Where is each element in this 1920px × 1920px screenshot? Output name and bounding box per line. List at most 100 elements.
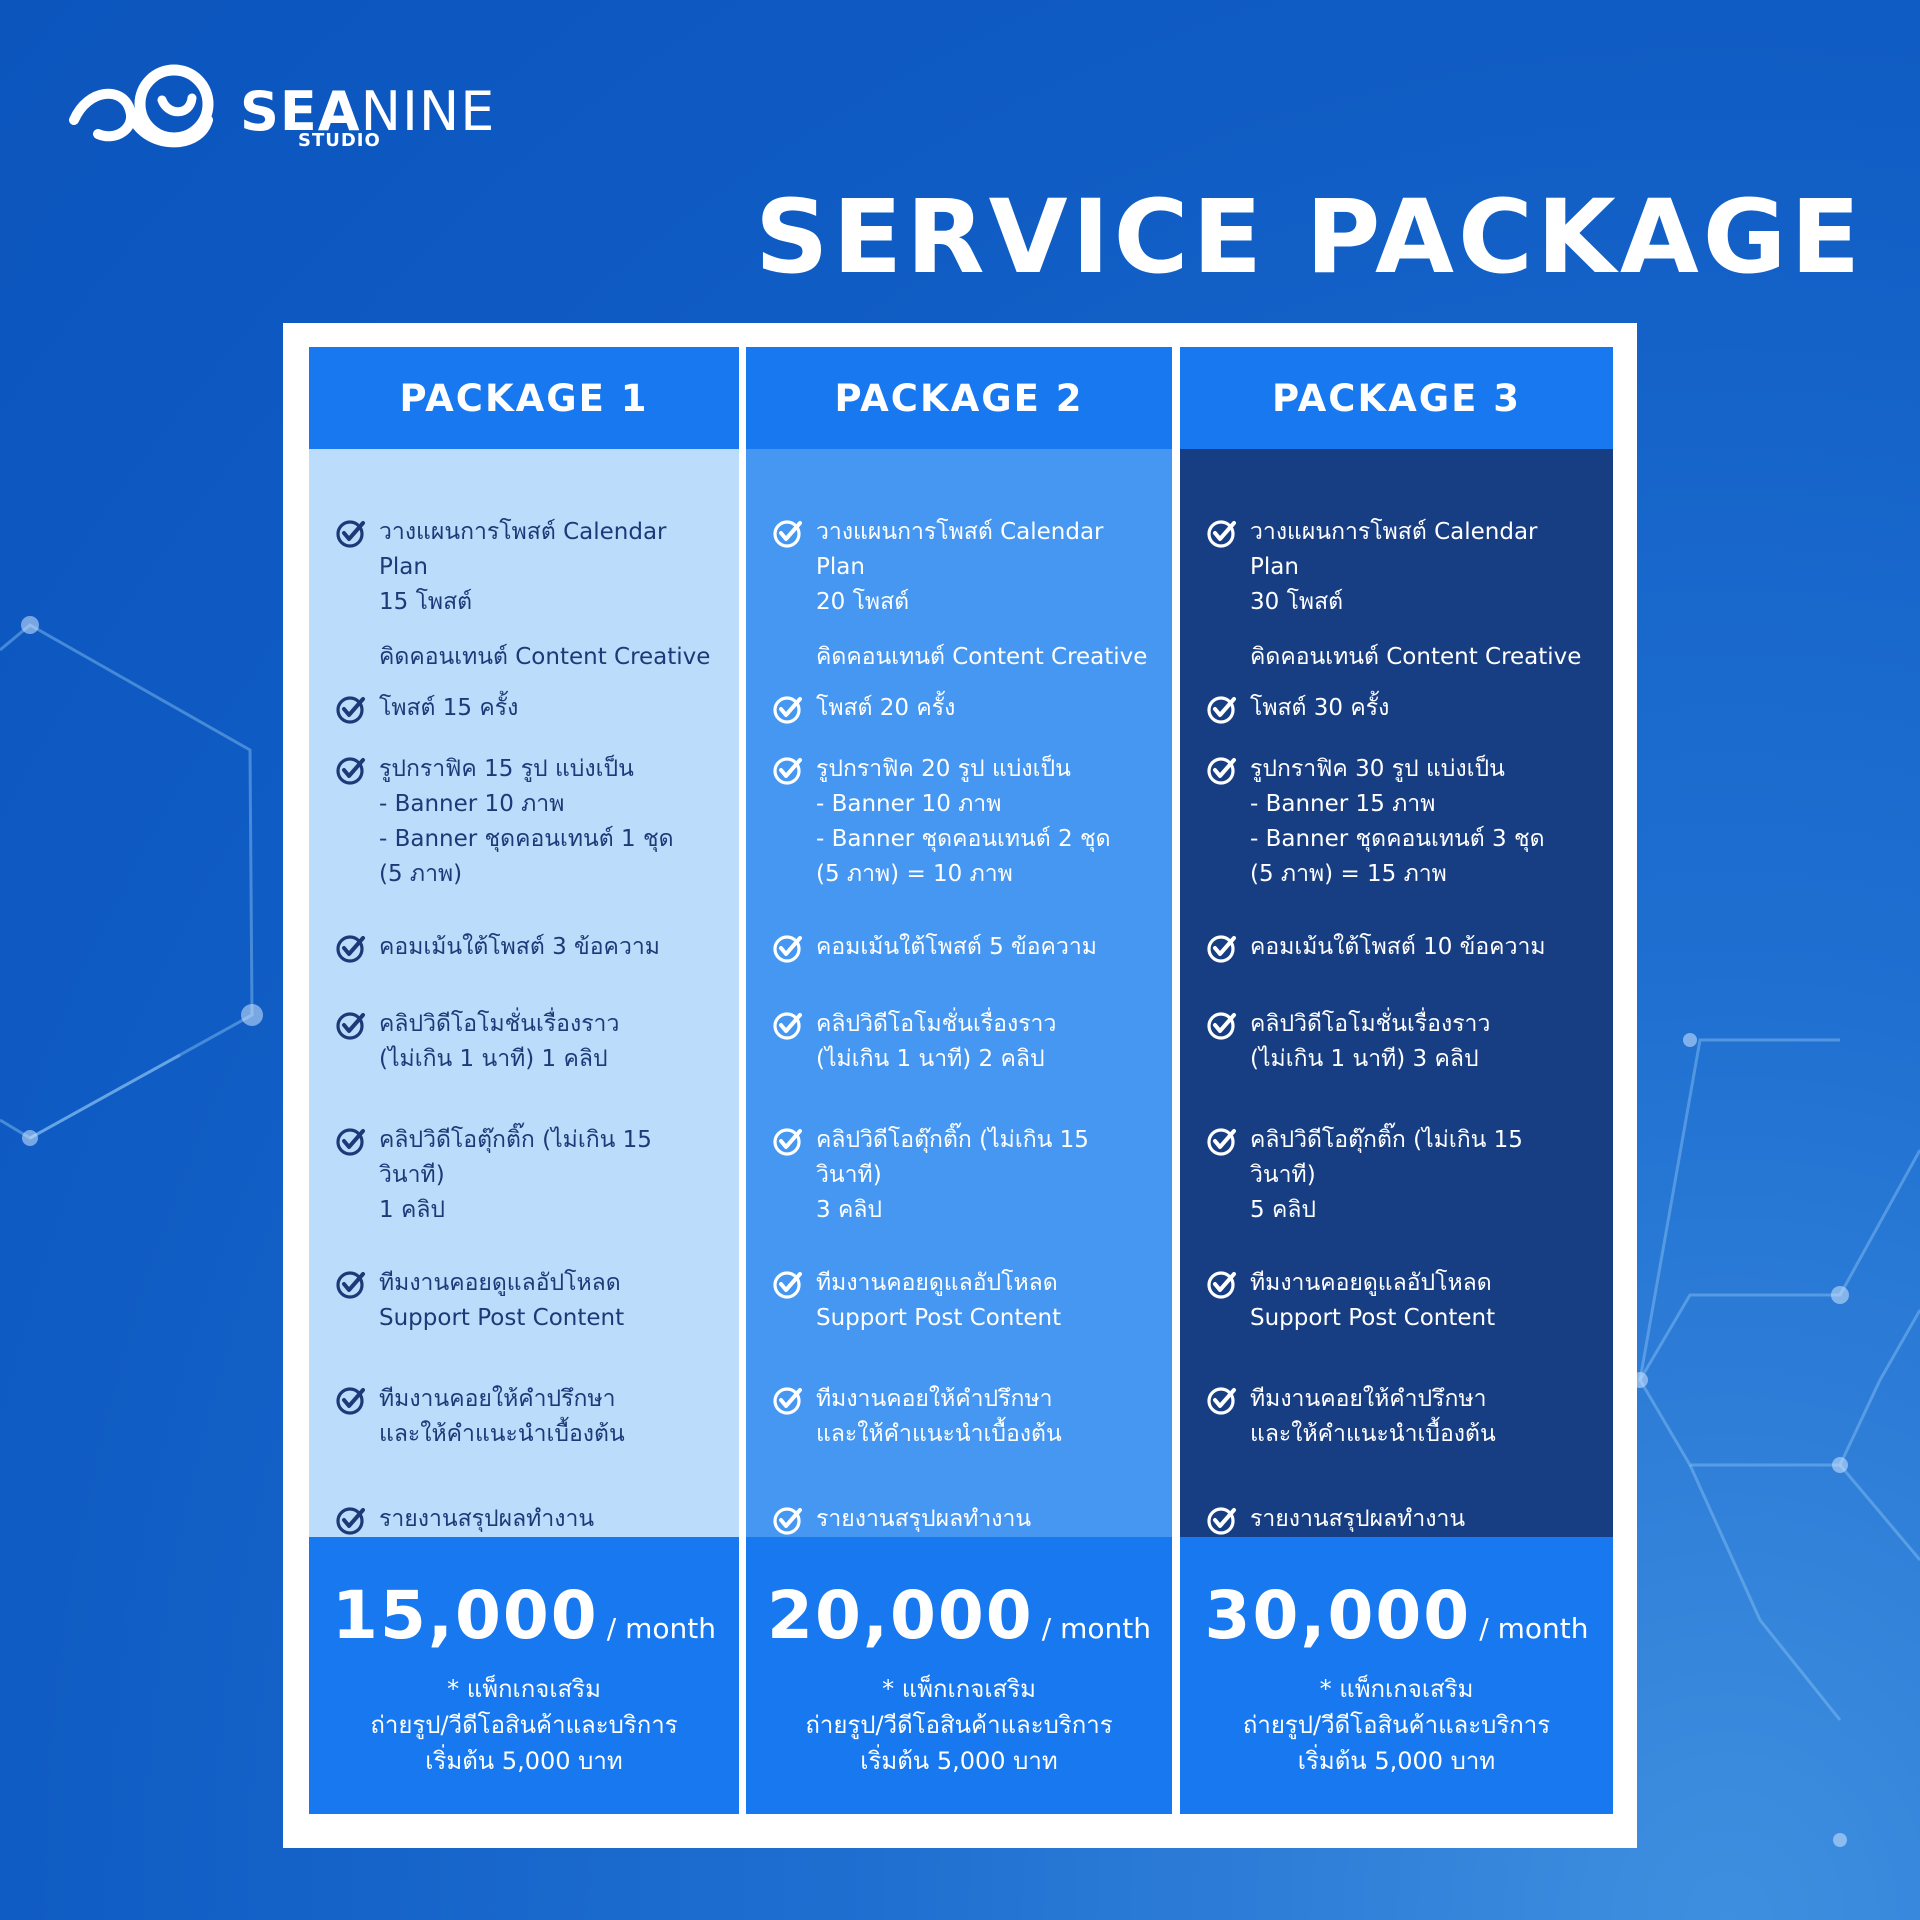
check-circle-icon [335, 517, 367, 549]
check-circle-icon [335, 1268, 367, 1300]
wave-nine-logo-icon [69, 64, 214, 148]
brand-logo: SEANINE STUDIO [68, 58, 494, 158]
feature-item: โพสต์ 30 ครั้ง [1206, 691, 1593, 726]
check-circle-icon [335, 693, 367, 725]
price-amount: 15,000 [332, 1577, 599, 1654]
package-title: PACKAGE 1 [309, 347, 739, 449]
feature-item: คลิปวิดีโอโมชั่นเรื่องราว (ไม่เกิน 1 นาท… [335, 1007, 719, 1077]
package-features: วางแผนการโพสต์ Calendar Plan 30 โพสต์ คิ… [1180, 449, 1613, 1567]
feature-subitem: คิดคอนเทนต์ Content Creative [379, 644, 711, 670]
package-features: วางแผนการโพสต์ Calendar Plan 20 โพสต์ คิ… [746, 449, 1172, 1567]
feature-item: โพสต์ 20 ครั้ง [772, 691, 1152, 726]
feature-item: คอมเม้นใต้โพสต์ 3 ข้อความ [335, 930, 719, 965]
feature-text: ทีมงานคอยให้คำปรึกษา และให้คำแนะนำเบื้อง… [816, 1386, 1062, 1447]
check-circle-icon [335, 932, 367, 964]
feature-item: วางแผนการโพสต์ Calendar Plan 15 โพสต์ [335, 515, 719, 620]
check-circle-icon [772, 1009, 804, 1041]
feature-item: รูปกราฟิค 20 รูป แบ่งเป็น - Banner 10 ภา… [772, 752, 1152, 892]
check-circle-icon [772, 1125, 804, 1157]
package-card-3: PACKAGE 3 วางแผนการโพสต์ Calendar Plan 3… [1180, 347, 1613, 1814]
feature-text: คอมเม้นใต้โพสต์ 5 ข้อความ [816, 934, 1097, 960]
check-circle-icon [772, 1384, 804, 1416]
check-circle-icon [1206, 1125, 1238, 1157]
addon-note: * แพ็กเกจเสริม ถ่ายรูป/วีดีโอสินค้าและบร… [805, 1675, 1113, 1775]
price: 15,000 / month [309, 1577, 739, 1654]
feature-text: คลิปวิดีโอโมชั่นเรื่องราว (ไม่เกิน 1 นาท… [1250, 1011, 1491, 1072]
page-title: SERVICE PACKAGE [755, 178, 1865, 297]
check-circle-icon [1206, 1268, 1238, 1300]
feature-text: ทีมงานคอยดูแลอัปโหลด Support Post Conten… [816, 1270, 1062, 1331]
brand-sea: SEA [240, 80, 361, 143]
feature-item: คลิปวิดีโอโมชั่นเรื่องราว (ไม่เกิน 1 นาท… [772, 1007, 1152, 1077]
feature-text: คลิปวิดีโอโมชั่นเรื่องราว (ไม่เกิน 1 นาท… [816, 1011, 1057, 1072]
price-amount: 30,000 [1204, 1577, 1472, 1654]
check-circle-icon [1206, 1504, 1238, 1536]
feature-item: รูปกราฟิค 15 รูป แบ่งเป็น - Banner 10 ภา… [335, 752, 719, 892]
feature-text: โพสต์ 30 ครั้ง [1250, 695, 1390, 721]
price: 20,000 / month [746, 1577, 1172, 1654]
feature-text: วางแผนการโพสต์ Calendar Plan 30 โพสต์ [1250, 519, 1538, 615]
feature-text: คลิปวิดีโอโมชั่นเรื่องราว (ไม่เกิน 1 นาท… [379, 1011, 620, 1072]
feature-text: ทีมงานคอยดูแลอัปโหลด Support Post Conten… [379, 1270, 625, 1331]
check-circle-icon [335, 1009, 367, 1041]
check-circle-icon [772, 693, 804, 725]
package-pricing: 20,000 / month * แพ็กเกจเสริม ถ่ายรูป/วี… [746, 1537, 1172, 1814]
check-circle-icon [335, 1125, 367, 1157]
feature-text: ทีมงานคอยดูแลอัปโหลด Support Post Conten… [1250, 1270, 1496, 1331]
package-pricing: 15,000 / month * แพ็กเกจเสริม ถ่ายรูป/วี… [309, 1537, 739, 1814]
feature-text: คอมเม้นใต้โพสต์ 10 ข้อความ [1250, 934, 1546, 960]
feature-text: ทีมงานคอยให้คำปรึกษา และให้คำแนะนำเบื้อง… [1250, 1386, 1496, 1447]
feature-item: วางแผนการโพสต์ Calendar Plan 20 โพสต์ [772, 515, 1152, 620]
check-circle-icon [335, 1504, 367, 1536]
price-amount: 20,000 [767, 1577, 1034, 1654]
check-circle-icon [1206, 517, 1238, 549]
check-circle-icon [1206, 932, 1238, 964]
package-pricing: 30,000 / month * แพ็กเกจเสริม ถ่ายรูป/วี… [1180, 1537, 1613, 1814]
check-circle-icon [1206, 1009, 1238, 1041]
check-circle-icon [772, 1268, 804, 1300]
price: 30,000 / month [1180, 1577, 1613, 1654]
check-circle-icon [335, 754, 367, 786]
brand-studio: STUDIO [298, 130, 381, 151]
feature-subitem: คิดคอนเทนต์ Content Creative [1250, 644, 1582, 670]
price-period: / month [606, 1612, 716, 1645]
feature-text: รูปกราฟิค 15 รูป แบ่งเป็น - Banner 10 ภา… [379, 756, 674, 887]
package-card-1: PACKAGE 1 วางแผนการโพสต์ Calendar Plan 1… [309, 347, 739, 1814]
check-circle-icon [1206, 754, 1238, 786]
feature-item: ทีมงานคอยให้คำปรึกษา และให้คำแนะนำเบื้อง… [1206, 1382, 1593, 1452]
check-circle-icon [772, 754, 804, 786]
package-title: PACKAGE 3 [1180, 347, 1613, 449]
feature-item: คลิปวิดีโอตุ๊กติ๊ก (ไม่เกิน 15 วินาที) 5… [1206, 1123, 1593, 1228]
feature-text: รูปกราฟิค 20 รูป แบ่งเป็น - Banner 10 ภา… [816, 756, 1111, 887]
feature-item: รูปกราฟิค 30 รูป แบ่งเป็น - Banner 15 ภา… [1206, 752, 1593, 892]
check-circle-icon [335, 1384, 367, 1416]
price-period: / month [1479, 1612, 1589, 1645]
price-period: / month [1041, 1612, 1151, 1645]
feature-text: คอมเม้นใต้โพสต์ 3 ข้อความ [379, 934, 660, 960]
feature-item: ทีมงานคอยดูแลอัปโหลด Support Post Conten… [772, 1266, 1152, 1336]
feature-text: วางแผนการโพสต์ Calendar Plan 20 โพสต์ [816, 519, 1104, 615]
feature-item: คลิปวิดีโอโมชั่นเรื่องราว (ไม่เกิน 1 นาท… [1206, 1007, 1593, 1077]
feature-text: รูปกราฟิค 30 รูป แบ่งเป็น - Banner 15 ภา… [1250, 756, 1545, 887]
addon-note: * แพ็กเกจเสริม ถ่ายรูป/วีดีโอสินค้าและบร… [370, 1675, 678, 1775]
feature-item: คอมเม้นใต้โพสต์ 10 ข้อความ [1206, 930, 1593, 965]
addon-note: * แพ็กเกจเสริม ถ่ายรูป/วีดีโอสินค้าและบร… [1242, 1675, 1551, 1775]
feature-item: โพสต์ 15 ครั้ง [335, 691, 719, 726]
feature-item: ทีมงานคอยให้คำปรึกษา และให้คำแนะนำเบื้อง… [772, 1382, 1152, 1452]
feature-text: โพสต์ 20 ครั้ง [816, 695, 956, 721]
check-circle-icon [772, 517, 804, 549]
brand-wordmark: SEANINE [240, 80, 495, 143]
feature-item: ทีมงานคอยให้คำปรึกษา และให้คำแนะนำเบื้อง… [335, 1382, 719, 1452]
check-circle-icon [1206, 1384, 1238, 1416]
feature-subitem: คิดคอนเทนต์ Content Creative [816, 644, 1148, 670]
feature-item: คลิปวิดีโอตุ๊กติ๊ก (ไม่เกิน 15 วินาที) 3… [772, 1123, 1152, 1228]
feature-item: ทีมงานคอยดูแลอัปโหลด Support Post Conten… [1206, 1266, 1593, 1336]
feature-text: ทีมงานคอยให้คำปรึกษา และให้คำแนะนำเบื้อง… [379, 1386, 625, 1447]
feature-item: ทีมงานคอยดูแลอัปโหลด Support Post Conten… [335, 1266, 719, 1336]
package-features: วางแผนการโพสต์ Calendar Plan 15 โพสต์ คิ… [309, 449, 739, 1567]
feature-text: คลิปวิดีโอตุ๊กติ๊ก (ไม่เกิน 15 วินาที) 5… [1250, 1127, 1523, 1223]
check-circle-icon [1206, 693, 1238, 725]
feature-text: โพสต์ 15 ครั้ง [379, 695, 519, 721]
feature-text: คลิปวิดีโอตุ๊กติ๊ก (ไม่เกิน 15 วินาที) 3… [816, 1127, 1089, 1223]
